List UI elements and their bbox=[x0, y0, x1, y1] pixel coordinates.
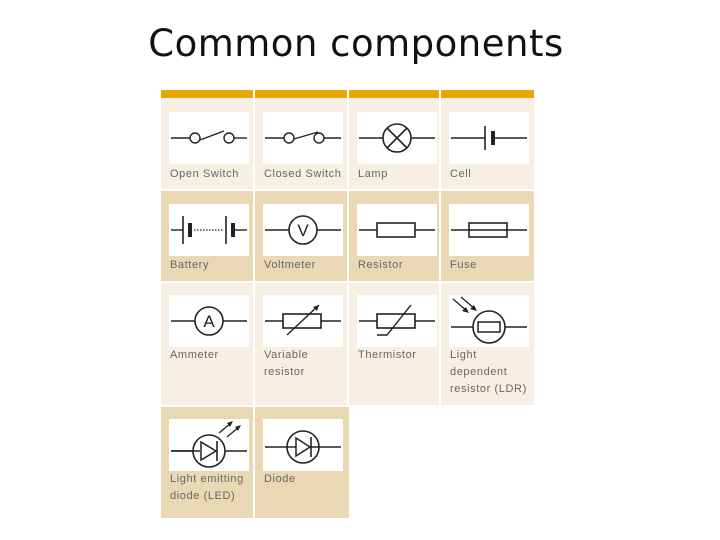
component-closed-switch: Closed Switch bbox=[255, 90, 349, 191]
component-open-switch: Open Switch bbox=[161, 90, 255, 191]
component-label: Diode bbox=[264, 473, 296, 485]
component-lamp: Lamp bbox=[349, 90, 441, 191]
header-bar bbox=[161, 90, 253, 98]
component-led: Light emitting diode (LED) bbox=[161, 407, 255, 518]
component-ldr: Light dependent resistor (LDR) bbox=[441, 283, 534, 407]
component-variable-resistor: Variable resistor bbox=[255, 283, 349, 407]
component-battery: Battery bbox=[161, 191, 255, 283]
voltmeter-letter: V bbox=[297, 221, 309, 240]
component-diode: Diode bbox=[255, 407, 349, 518]
ldr-icon bbox=[451, 296, 527, 344]
component-label: Lamp bbox=[358, 168, 388, 180]
component-label: Closed Switch bbox=[264, 168, 342, 180]
component-label: Variable resistor bbox=[264, 349, 309, 378]
thermistor-icon bbox=[359, 304, 435, 336]
component-ammeter: A Ammeter bbox=[161, 283, 255, 407]
led-icon bbox=[171, 421, 247, 468]
closed-switch-icon bbox=[265, 131, 341, 144]
header-bar bbox=[349, 90, 439, 98]
fuse-icon bbox=[451, 222, 527, 238]
component-label: Voltmeter bbox=[264, 259, 316, 271]
diode-icon bbox=[265, 430, 341, 464]
voltmeter-icon: V bbox=[265, 215, 341, 245]
component-label: Fuse bbox=[450, 259, 477, 271]
component-cell: Cell bbox=[441, 90, 534, 191]
component-thermistor: Thermistor bbox=[349, 283, 441, 407]
component-label: Cell bbox=[450, 168, 472, 180]
lamp-icon bbox=[359, 123, 435, 153]
component-resistor: Resistor bbox=[349, 191, 441, 283]
component-voltmeter: V Voltmeter bbox=[255, 191, 349, 283]
ammeter-letter: A bbox=[203, 312, 215, 331]
header-bar bbox=[441, 90, 534, 98]
cell-icon bbox=[451, 126, 527, 150]
variable-resistor-icon bbox=[265, 304, 341, 336]
component-label: Open Switch bbox=[170, 168, 239, 180]
component-label: Battery bbox=[170, 259, 210, 271]
component-label: Resistor bbox=[358, 259, 404, 271]
resistor-icon bbox=[359, 222, 435, 238]
open-switch-icon bbox=[171, 130, 247, 144]
ammeter-icon: A bbox=[171, 306, 247, 336]
component-label: Thermistor bbox=[358, 349, 417, 361]
component-fuse: Fuse bbox=[441, 191, 534, 283]
battery-icon bbox=[171, 216, 247, 244]
component-label: Ammeter bbox=[170, 349, 219, 361]
components-table: Open Switch Closed Switch Lamp bbox=[161, 90, 534, 518]
page-title: Common components bbox=[148, 22, 564, 65]
component-label: Light dependent resistor (LDR) bbox=[450, 349, 527, 395]
component-label: Light emitting diode (LED) bbox=[170, 473, 244, 502]
header-bar bbox=[255, 90, 347, 98]
